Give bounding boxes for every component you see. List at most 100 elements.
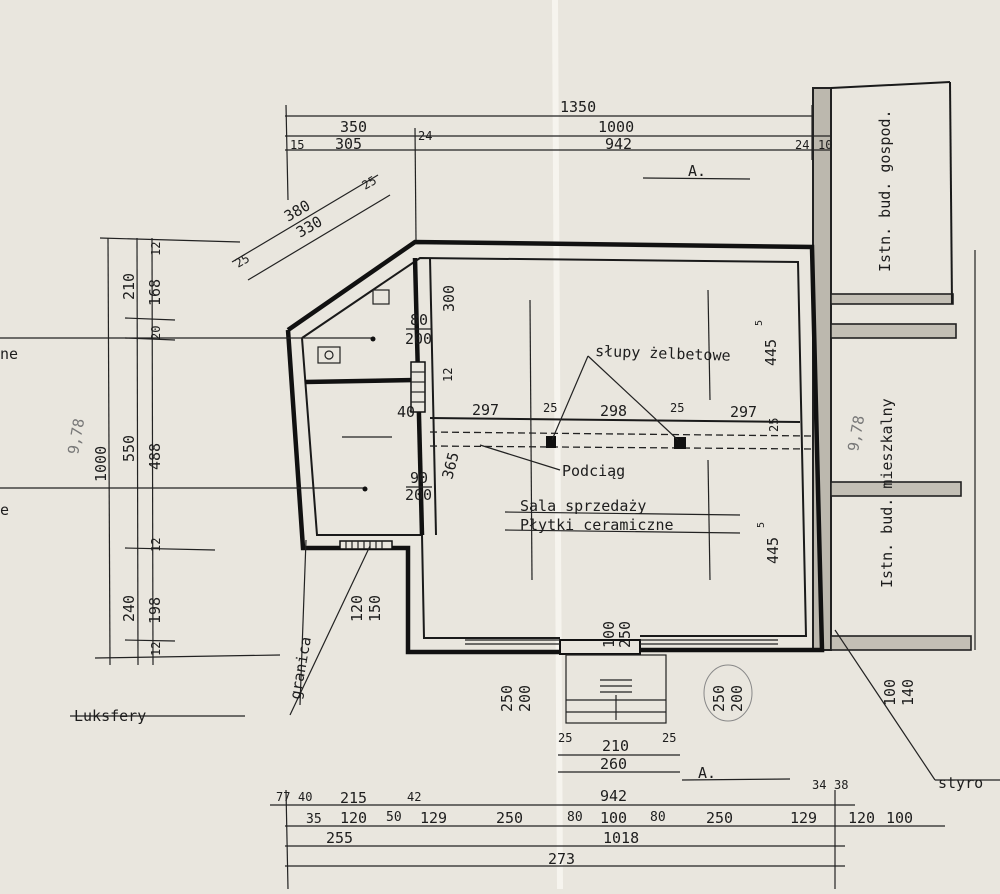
dimension-lines <box>94 104 945 890</box>
dim-r2-b: 120 <box>340 809 367 827</box>
pencil-note-2: 9,78 <box>844 414 868 453</box>
dim-door-1-w: 80 <box>410 311 428 329</box>
styro-label: styro <box>938 774 983 792</box>
columns-label: słupy żelbetowe <box>595 342 731 365</box>
dim-left-sub-a: 168 <box>146 279 164 306</box>
dim-left-seg-c: 240 <box>120 595 138 622</box>
section-mark-top: A. <box>688 162 706 180</box>
dim-r1-e: 34 <box>812 778 826 792</box>
dim-adj-h: 140 <box>899 679 917 706</box>
dim-height-lower-sup: 5 <box>756 522 767 528</box>
dim-top-small-b: 24 <box>418 129 432 143</box>
boundary-label: granica <box>286 635 315 700</box>
dim-left-top-small: 12 <box>149 242 163 256</box>
dim-col-2: 25 <box>670 401 684 415</box>
beam-and-columns <box>0 177 1000 781</box>
dim-step-side-a: 25 <box>558 731 572 745</box>
dim-left-sub-b: 20 <box>149 326 163 340</box>
dim-height-lower: 445 <box>764 537 782 564</box>
left-cut-label-1: ne <box>0 345 18 363</box>
dim-r1-c: 215 <box>340 789 367 807</box>
dim-step-total: 260 <box>600 755 627 773</box>
dim-r3-a: 255 <box>326 829 353 847</box>
section-mark-bottom: A. <box>698 764 716 782</box>
dim-height-upper-sup: 5 <box>754 320 765 326</box>
dim-wall-40: 40 <box>397 403 415 421</box>
dim-entry-w: 100 <box>600 621 618 648</box>
pencil-note-1: 9,78 <box>64 417 88 456</box>
dim-door-2-w: 90 <box>410 469 428 487</box>
dim-height-upper: 445 <box>762 339 780 366</box>
dim-top-small-d: 10 <box>818 138 832 152</box>
dim-r1-total: 942 <box>600 787 627 805</box>
dim-r2-k: 120 <box>848 809 875 827</box>
dim-r2-f: 80 <box>567 810 583 825</box>
dim-r2-g: 100 <box>600 809 627 827</box>
dim-span-3: 297 <box>730 403 757 421</box>
dim-r1-b: 40 <box>298 790 312 804</box>
dim-left-total: 1000 <box>92 446 110 482</box>
paper-fold <box>552 0 563 890</box>
dim-win-right-w: 250 <box>710 685 728 712</box>
dim-window-h: 150 <box>366 595 384 622</box>
dim-top-left: 350 <box>340 118 367 136</box>
dim-left-sub-d: 12 <box>149 538 163 552</box>
dim-step-side-b: 25 <box>662 731 676 745</box>
dim-r2-i: 250 <box>706 809 733 827</box>
dim-diag-small-b: 25 <box>233 251 253 270</box>
dim-door-2-h: 200 <box>405 486 432 504</box>
dim-col-1: 25 <box>543 401 557 415</box>
dim-r2-c: 50 <box>386 810 402 825</box>
dim-top-left-inner: 305 <box>335 135 362 153</box>
dim-step-mid: 210 <box>602 737 629 755</box>
toilet-icon <box>317 346 341 364</box>
dim-left-sub-c: 488 <box>146 443 164 470</box>
sales-hall-label: Sala sprzedaży <box>520 497 646 515</box>
dim-left-sub-f: 12 <box>149 642 163 656</box>
tiles-label: Płytki ceramiczne <box>520 516 674 534</box>
dim-top-small-a: 15 <box>290 138 304 152</box>
dim-r2-d: 129 <box>420 809 447 827</box>
dim-diag-small-a: 25 <box>360 173 380 192</box>
dim-left-seg-b: 550 <box>120 435 138 462</box>
dim-wall-300: 300 <box>440 285 458 312</box>
dim-r3-b: 1018 <box>603 829 639 847</box>
dim-entry-h: 250 <box>616 621 634 648</box>
column-1 <box>546 436 556 448</box>
sink-icon <box>372 289 390 305</box>
building-walls <box>285 239 825 724</box>
dim-window-w: 120 <box>348 595 366 622</box>
dim-span-1: 297 <box>472 401 499 419</box>
dim-col-3: 25 <box>767 418 781 432</box>
dim-top-small-c: 24 <box>795 138 809 152</box>
dim-r2-a: 35 <box>306 812 322 827</box>
dim-door-1-h: 200 <box>405 330 432 348</box>
existing-residential-label: Istn. bud. mieszkalny <box>878 398 896 588</box>
dim-top-total: 1350 <box>560 98 596 116</box>
dim-r2-l: 100 <box>886 809 913 827</box>
dim-wall-12: 12 <box>441 368 455 382</box>
dim-win-right-h: 200 <box>728 685 746 712</box>
dim-wall-365: 365 <box>438 450 462 481</box>
dim-left-seg-a: 210 <box>120 273 138 300</box>
dim-win-left-h: 200 <box>516 685 534 712</box>
dim-r2-h: 80 <box>650 810 666 825</box>
dim-span-2: 298 <box>600 402 627 420</box>
glass-blocks-label: Luksfery <box>74 707 146 725</box>
dim-win-left-w: 250 <box>498 685 516 712</box>
dim-r1-a: 77 <box>276 790 290 804</box>
dim-r2-j: 129 <box>790 809 817 827</box>
dim-top-right-inner: 942 <box>605 135 632 153</box>
dim-r4-total: 273 <box>548 850 575 868</box>
dim-r1-d: 42 <box>407 790 421 804</box>
column-2 <box>674 437 686 449</box>
dim-r2-e: 250 <box>496 809 523 827</box>
entrance-steps <box>565 654 667 724</box>
dim-r1-f: 38 <box>834 778 848 792</box>
left-cut-label-2: e <box>0 501 9 519</box>
beam-label: Podciąg <box>562 462 625 480</box>
dim-adj-w: 100 <box>881 679 899 706</box>
dim-left-sub-e: 198 <box>146 597 164 624</box>
